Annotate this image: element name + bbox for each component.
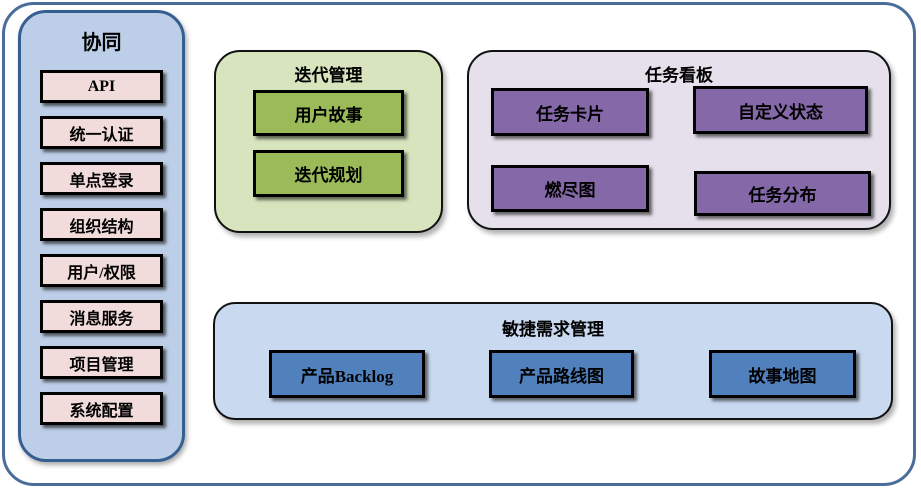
feature-product-backlog: 产品Backlog	[269, 350, 425, 398]
feature-burndown-chart: 燃尽图	[491, 165, 649, 212]
feature-product-roadmap: 产品路线图	[489, 350, 634, 398]
sidebar-item-org-structure: 组织结构	[40, 208, 163, 241]
feature-story-map: 故事地图	[709, 350, 856, 398]
task-board-title: 任务看板	[645, 66, 713, 85]
sidebar-item-project-management: 项目管理	[40, 346, 163, 379]
feature-task-card: 任务卡片	[491, 88, 649, 136]
sidebar-item-api: API	[40, 70, 163, 103]
collaboration-panel: 协同 API 统一认证 单点登录 组织结构 用户/权限 消息服务 项目管理 系统…	[18, 10, 185, 462]
agile-requirements-title: 敏捷需求管理	[502, 320, 604, 339]
sidebar-item-user-permissions: 用户/权限	[40, 254, 163, 287]
sidebar-item-message-service: 消息服务	[40, 300, 163, 333]
iteration-management-title: 迭代管理	[294, 66, 363, 85]
collaboration-items: API 统一认证 单点登录 组织结构 用户/权限 消息服务 项目管理 系统配置	[21, 70, 182, 425]
iteration-management-group: 迭代管理 用户故事 迭代规划	[214, 50, 443, 233]
outer-frame	[2, 2, 916, 486]
sidebar-item-sso: 单点登录	[40, 162, 163, 195]
sidebar-item-unified-auth: 统一认证	[40, 116, 163, 149]
feature-custom-status: 自定义状态	[693, 86, 868, 134]
collaboration-panel-title: 协同	[81, 32, 122, 54]
task-board-group: 任务看板 任务卡片 自定义状态 燃尽图 任务分布	[467, 50, 891, 230]
sidebar-item-system-config: 系统配置	[40, 392, 163, 425]
feature-iteration-planning: 迭代规划	[253, 150, 404, 197]
agile-requirements-group: 敏捷需求管理 产品Backlog 产品路线图 故事地图	[213, 302, 893, 420]
feature-task-distribution: 任务分布	[694, 171, 871, 216]
feature-user-story: 用户故事	[253, 90, 404, 136]
